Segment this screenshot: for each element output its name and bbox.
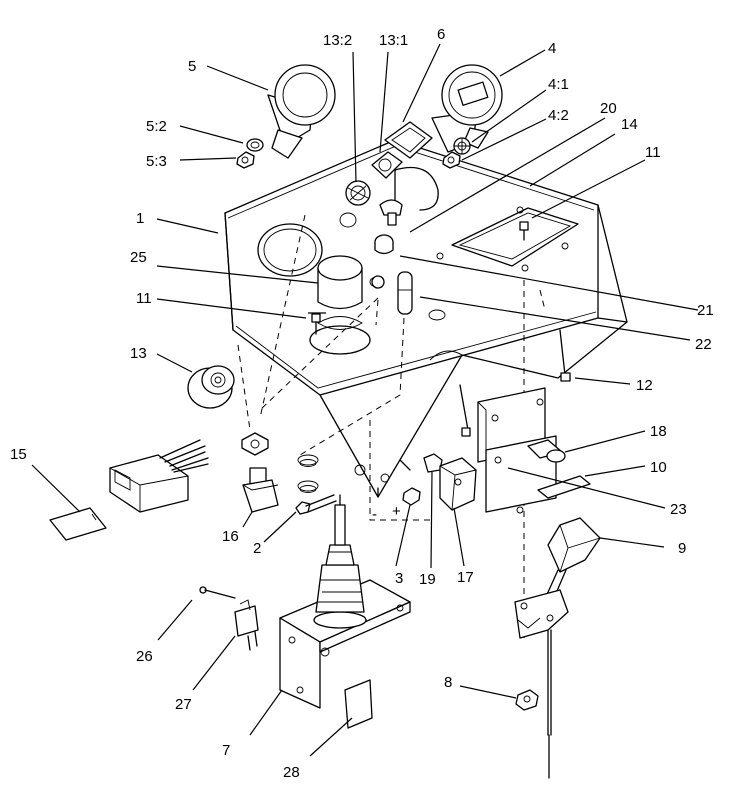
callout-9: 9 — [678, 540, 686, 557]
callout-16: 16 — [222, 528, 239, 545]
plate-10 — [537, 475, 591, 499]
joystick-7 — [279, 494, 411, 729]
bracket-10 — [477, 387, 557, 514]
callout-15: 15 — [10, 446, 27, 463]
callout-14: 14 — [621, 116, 638, 133]
nut-5-3 — [236, 151, 255, 169]
callout-23: 23 — [670, 501, 687, 518]
plus-mark: + — [392, 503, 401, 520]
callout-11-right: 11 — [645, 144, 661, 161]
block-17 — [439, 457, 477, 511]
callout-12: 12 — [636, 377, 653, 394]
o-ring-1 — [297, 454, 319, 466]
cap-25 — [317, 255, 363, 310]
callout-27: 27 — [175, 696, 192, 713]
lever-bracket — [514, 589, 569, 639]
lockwasher-4-1 — [453, 137, 471, 155]
hour-meter — [267, 64, 336, 159]
switch-16 — [242, 467, 279, 513]
plug-19 — [423, 453, 443, 473]
nut-3 — [402, 487, 421, 506]
callout-13-2: 13:2 — [323, 32, 352, 49]
indicator-light — [371, 121, 433, 179]
callout-17: 17 — [457, 569, 474, 586]
pigtail-wire — [394, 166, 439, 211]
nut-stack — [241, 432, 269, 456]
rod-22 — [397, 271, 413, 315]
callout-4-2: 4:2 — [548, 107, 569, 124]
cable-12-upper — [459, 384, 471, 437]
callout-11-left: 11 — [136, 290, 152, 307]
grommet — [371, 275, 385, 289]
washer-5-2 — [246, 138, 264, 152]
retaining-ring-13-2 — [345, 180, 371, 206]
decal-15 — [49, 507, 107, 541]
throttle-cable — [547, 629, 552, 779]
panel-plate — [436, 206, 579, 272]
screw-11-left — [311, 313, 321, 335]
meter-opening — [257, 223, 323, 277]
callout-13-1: 13:1 — [379, 32, 408, 49]
callout-25: 25 — [130, 249, 147, 266]
cable-12-right — [559, 329, 571, 382]
callout-6: 6 — [437, 26, 445, 43]
callout-19: 19 — [419, 571, 436, 588]
callout-5: 5 — [188, 58, 196, 75]
screw-11-right — [519, 221, 529, 241]
nut-8 — [515, 689, 539, 711]
screw-2 — [295, 494, 337, 515]
callout-22: 22 — [695, 336, 712, 353]
callout-7: 7 — [222, 742, 230, 759]
minus-mark: - — [372, 506, 377, 523]
callout-4-1: 4:1 — [548, 76, 569, 93]
nut-4-2 — [442, 151, 461, 169]
key-switch — [379, 199, 403, 226]
switch-opening — [309, 325, 371, 355]
callout-21: 21 — [697, 302, 714, 319]
callout-3: 3 — [395, 570, 403, 587]
callout-18: 18 — [650, 423, 667, 440]
control-box — [224, 139, 628, 498]
o-ring-2 — [297, 480, 319, 492]
leader-lines — [31, 43, 699, 757]
callout-13: 13 — [130, 345, 147, 362]
callout-5-3: 5:3 — [146, 153, 167, 170]
bushing-21 — [374, 234, 394, 255]
callout-26: 26 — [136, 648, 153, 665]
callout-10: 10 — [650, 459, 667, 476]
callout-28: 28 — [283, 764, 300, 781]
callout-20: 20 — [600, 100, 617, 117]
pin-18 — [527, 439, 566, 463]
callout-1: 1 — [136, 210, 144, 227]
knob-13 — [187, 365, 235, 409]
callout-8: 8 — [444, 674, 452, 691]
callout-labels: 5 5:2 5:3 13:2 13:1 6 4 4:1 4:2 20 14 11… — [10, 26, 714, 781]
callout-2: 2 — [253, 540, 261, 557]
screw-26 — [199, 586, 236, 599]
callout-5-2: 5:2 — [146, 118, 167, 135]
callout-4: 4 — [548, 40, 556, 57]
switch-27 — [234, 599, 259, 651]
connector-housing — [109, 439, 209, 513]
